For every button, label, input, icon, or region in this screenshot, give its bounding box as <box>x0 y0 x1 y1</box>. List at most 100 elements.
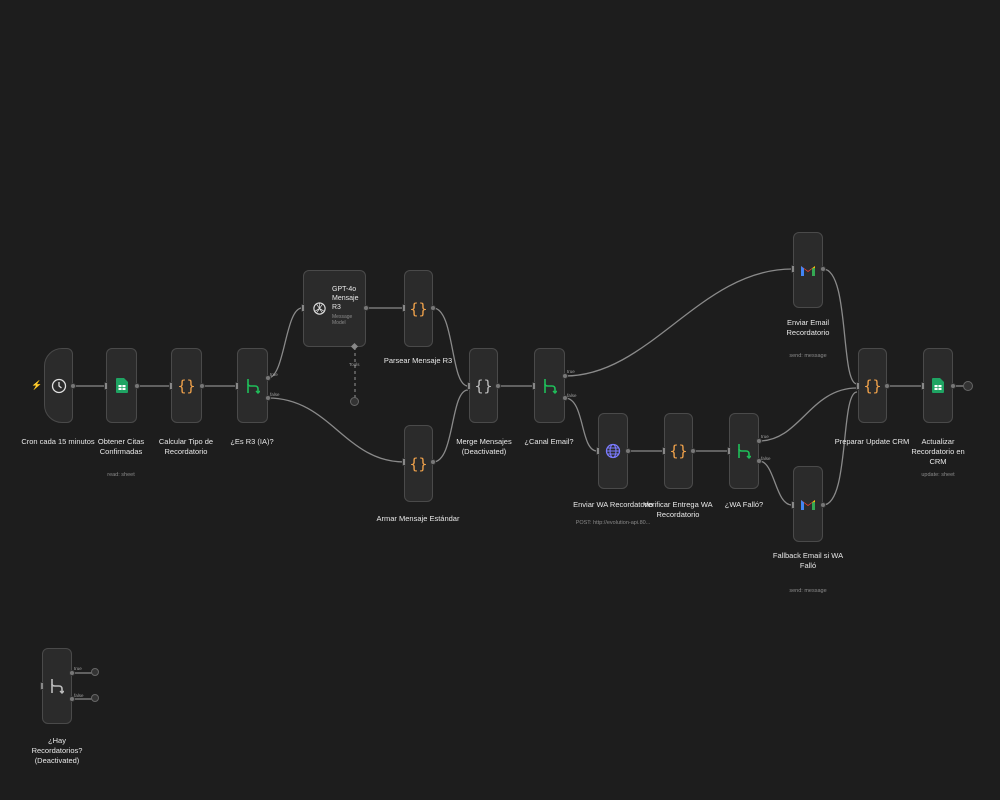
wafallo-true-port-label: true <box>761 434 769 439</box>
node-preparar-label: Preparar Update CRM <box>834 437 910 446</box>
handle-actualizar-in[interactable] <box>921 382 925 390</box>
globe-icon <box>604 442 622 460</box>
hay-true-port-label: true <box>74 666 82 671</box>
node-hay-recordatorios[interactable] <box>42 648 72 724</box>
node-preparar[interactable]: {} <box>858 348 887 423</box>
node-gpt4o[interactable]: GPT-4o Mensaje R3 Message Model <box>303 270 366 347</box>
node-merge-label: Merge Mensajes (Deactivated) <box>456 437 512 456</box>
add-tool-button[interactable] <box>350 397 359 406</box>
handle-esr3-in[interactable] <box>235 382 239 390</box>
handle-wafallo-false[interactable] <box>756 458 762 464</box>
node-parsear-label: Parsear Mensaje R3 <box>383 356 453 365</box>
handle-esr3-false[interactable] <box>265 395 271 401</box>
handle-hay-true[interactable] <box>69 670 75 676</box>
handle-parsear-in[interactable] <box>402 304 406 312</box>
node-email-label: Enviar Email Recordatorio <box>786 318 830 337</box>
handle-preparar-out[interactable] <box>884 383 890 389</box>
handle-obtener-out[interactable] <box>134 383 140 389</box>
handle-gpt-out[interactable] <box>363 305 369 311</box>
node-actualizar[interactable] <box>923 348 953 423</box>
node-cron-label: Cron cada 15 minutos <box>21 437 95 446</box>
if-branch-icon <box>735 442 753 460</box>
node-enviar-wa[interactable] <box>598 413 628 489</box>
node-calcular-tipo[interactable]: {} <box>171 348 202 423</box>
handle-verificar-in[interactable] <box>662 447 666 455</box>
handle-armar-out[interactable] <box>430 459 436 465</box>
handle-merge-in[interactable] <box>467 382 471 390</box>
wire-armar-merge <box>432 389 469 463</box>
node-verificar-label: Verificar Entrega WA Recordatorio <box>643 500 713 519</box>
wire-canal-wa <box>564 397 598 452</box>
handle-gpt-in[interactable] <box>301 304 305 312</box>
node-obtener-label: Obtener Citas Confirmadas <box>97 437 145 456</box>
esr3-true-port-label: true <box>270 372 278 377</box>
node-armar[interactable]: {} <box>404 425 433 502</box>
handle-canal-false[interactable] <box>562 395 568 401</box>
handle-canal-true[interactable] <box>562 373 568 379</box>
handle-wa-out[interactable] <box>625 448 631 454</box>
handle-armar-in[interactable] <box>402 458 406 466</box>
handle-obtener-in[interactable] <box>104 382 108 390</box>
handle-calcular-in[interactable] <box>169 382 173 390</box>
handle-actualizar-out[interactable] <box>950 383 956 389</box>
node-verificar[interactable]: {} <box>664 413 693 489</box>
wire-wafallo-preparar <box>758 387 858 442</box>
node-merge[interactable]: {} <box>469 348 498 423</box>
node-canal-email[interactable] <box>534 348 565 423</box>
if-branch-icon <box>541 377 559 395</box>
gmail-icon <box>799 261 817 279</box>
handle-wafallo-true[interactable] <box>756 438 762 444</box>
canal-true-port-label: true <box>567 369 575 374</box>
handle-canal-in[interactable] <box>532 382 536 390</box>
handle-preparar-in[interactable] <box>856 382 860 390</box>
handle-fallback-out[interactable] <box>820 502 826 508</box>
handle-verificar-out[interactable] <box>690 448 696 454</box>
wire-canal-email <box>564 268 793 377</box>
handle-cron-out[interactable] <box>70 383 76 389</box>
openai-icon <box>310 299 328 317</box>
gpt-tools-label: Tools <box>349 362 360 367</box>
node-gpt-sub: Message Model <box>332 314 353 326</box>
node-cron[interactable] <box>44 348 73 423</box>
node-parsear[interactable]: {} <box>404 270 433 347</box>
hay-false-add-button[interactable] <box>91 694 99 702</box>
wafallo-false-port-label: false <box>761 456 771 461</box>
handle-hay-in[interactable] <box>40 682 44 690</box>
hay-false-port-label: false <box>74 693 84 698</box>
node-obtener-citas[interactable] <box>106 348 137 423</box>
node-fallback-sub: send: message <box>789 588 827 594</box>
handle-calcular-out[interactable] <box>199 383 205 389</box>
handle-hay-false[interactable] <box>69 696 75 702</box>
if-branch-icon <box>48 677 66 695</box>
node-wa-label: Enviar WA Recordatorio <box>573 500 653 509</box>
handle-email-out[interactable] <box>820 266 826 272</box>
if-branch-icon <box>244 377 262 395</box>
handle-wafallo-in[interactable] <box>727 447 731 455</box>
wire-parsear-merge <box>432 307 469 387</box>
node-actualizar-label: Actualizar Recordatorio en CRM <box>911 437 965 466</box>
node-wa-sub: POST: http://evolution-api.80... <box>575 520 651 526</box>
add-next-node-button[interactable] <box>963 381 973 391</box>
node-wa-fallo[interactable] <box>729 413 759 489</box>
code-braces-icon: {} <box>863 376 882 395</box>
wire-wafallo-fallback <box>758 460 793 506</box>
node-wafallo-label: ¿WA Falló? <box>724 500 764 509</box>
code-braces-icon: {} <box>669 442 688 460</box>
node-calcular-label: Calcular Tipo de Recordatorio <box>158 437 214 456</box>
clock-icon <box>50 377 68 395</box>
wire-esr3-armar <box>267 397 405 463</box>
hay-true-add-button[interactable] <box>91 668 99 676</box>
node-fallback-email[interactable] <box>793 466 823 542</box>
handle-merge-out[interactable] <box>495 383 501 389</box>
handle-wa-in[interactable] <box>596 447 600 455</box>
node-armar-label: Armar Mensaje Estándar <box>376 514 460 523</box>
handle-parsear-out[interactable] <box>430 305 436 311</box>
google-sheets-icon <box>929 377 947 395</box>
handle-esr3-true[interactable] <box>265 375 271 381</box>
handle-email-in[interactable] <box>791 265 795 273</box>
node-es-r3[interactable] <box>237 348 268 423</box>
node-enviar-email[interactable] <box>793 232 823 308</box>
handle-fallback-in[interactable] <box>791 501 795 509</box>
wire-email-preparar <box>822 268 858 385</box>
